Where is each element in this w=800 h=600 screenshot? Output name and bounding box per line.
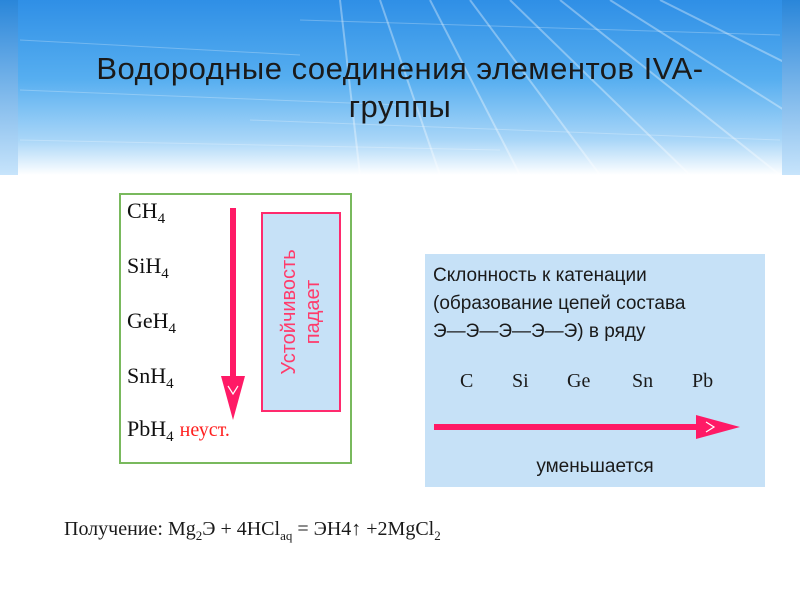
formula-geh4: GeH4	[127, 308, 177, 337]
unstable-note: неуст.	[179, 419, 230, 441]
slide-title: Водородные соединения элементов IVA- гру…	[40, 50, 760, 126]
arrow-down-icon	[221, 208, 245, 420]
stability-label: Устойчивость падает	[278, 249, 324, 375]
header-rays-decoration	[19, 0, 800, 175]
obtaining-equation: Получение: Mg2Э + 4HClaq = ЭН4↑ +2MgCl2	[64, 518, 441, 543]
formula-sih4: SiH4	[127, 253, 169, 282]
header-background	[0, 0, 800, 175]
title-line-2: группы	[348, 89, 452, 124]
right-decor-stripe	[782, 0, 800, 175]
element-ge: Ge	[567, 370, 591, 392]
formula-snh4: SnH4	[127, 363, 174, 392]
catenation-description: Склонность к катенации (образование цепе…	[433, 265, 686, 342]
element-c: C	[460, 370, 474, 392]
formula-ch4: CH4	[127, 198, 166, 227]
catenation-trend: уменьшается	[536, 456, 654, 477]
element-si: Si	[512, 370, 529, 392]
element-sn: Sn	[632, 370, 654, 392]
left-decor-stripe	[0, 0, 18, 175]
stability-box	[261, 212, 341, 412]
arrow-right-icon	[434, 415, 740, 439]
catenation-box	[425, 254, 765, 487]
element-pb: Pb	[692, 370, 714, 392]
title-line-1: Водородные соединения элементов IVA-	[96, 51, 704, 86]
